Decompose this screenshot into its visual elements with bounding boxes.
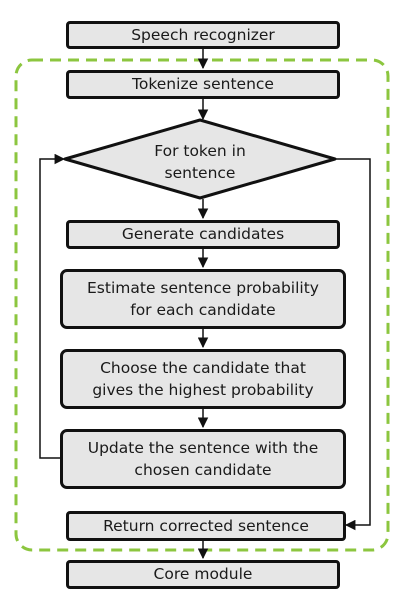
return-corrected-box: Return corrected sentence [66,511,346,541]
loop-decision-diamond [63,118,337,200]
estimate-probability-box: Estimate sentence probability for each c… [60,269,346,329]
tokenize-sentence-box: Tokenize sentence [66,70,340,99]
speech-recognizer-box: Speech recognizer [66,21,340,49]
choose-candidate-box: Choose the candidate that gives the high… [60,349,346,409]
arrow-loop-back [39,153,66,459]
update-sentence-box: Update the sentence with the chosen cand… [60,429,346,489]
arrow-loop-exit [336,158,371,531]
core-module-box: Core module [66,560,340,589]
loop-condition-label: For token in sentence [154,142,246,182]
generate-candidates-box: Generate candidates [66,220,340,249]
